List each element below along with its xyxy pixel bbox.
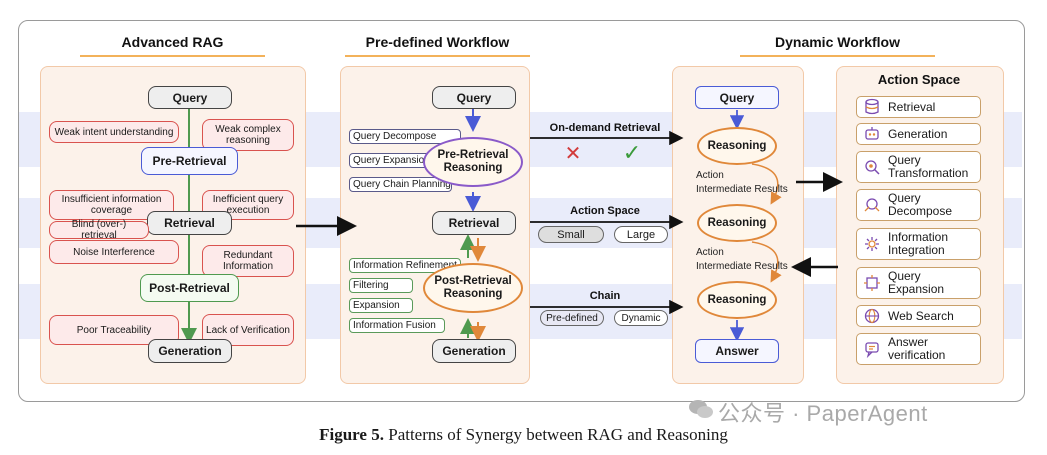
dyn-reasoning-node-3: Reasoning	[697, 281, 777, 319]
action-label: Retrieval	[888, 99, 936, 114]
issue-noise: Noise Interference	[49, 240, 179, 264]
pre-retrieval-reasoning-node: Pre-Retrieval Reasoning	[423, 137, 523, 187]
label-chain: Chain	[589, 290, 621, 302]
robot-icon	[862, 124, 882, 144]
adv-pre-retrieval-node: Pre-Retrieval	[141, 147, 238, 175]
figure-caption: Figure 5. Patterns of Synergy between RA…	[0, 425, 1047, 445]
title-underline	[80, 55, 265, 57]
expansion-icon	[862, 273, 882, 293]
action-item-web-search: Web Search	[856, 305, 981, 327]
dyn-action-label-1: Action	[696, 170, 724, 181]
title-predefined-workflow: Pre-defined Workflow	[365, 34, 510, 50]
wechat-icon	[688, 398, 714, 426]
action-item-query-expansion: Query Expansion	[856, 267, 981, 299]
action-label: Query Expansion	[888, 269, 945, 296]
query-transform-icon	[862, 157, 882, 177]
issue-insufficient: Insufficient information coverage	[49, 190, 174, 220]
action-item-query-transformation: Query Transformation	[856, 151, 981, 183]
pre-generation-node: Generation	[432, 339, 516, 363]
verify-icon	[862, 339, 882, 359]
caption-text: Patterns of Synergy between RAG and Reas…	[383, 425, 728, 444]
adv-post-retrieval-node: Post-Retrieval	[140, 274, 239, 302]
integration-icon	[862, 234, 882, 254]
tag-information-refinement: Information Refinement	[349, 258, 461, 273]
title-underline	[740, 55, 935, 57]
dyn-answer-node: Answer	[695, 339, 779, 363]
issue-verification: Lack of Verification	[202, 314, 294, 346]
action-label: Answer verification	[888, 335, 946, 362]
issue-weak-complex: Weak complex reasoning	[202, 119, 294, 151]
tag-information-fusion: Information Fusion	[349, 318, 445, 333]
action-label: Query Decompose	[888, 191, 953, 218]
title-underline	[345, 55, 530, 57]
watermark: 公众号 · PaperAgent	[688, 396, 928, 428]
cross-mark-icon: ✕	[564, 143, 582, 165]
action-space-title: Action Space	[877, 72, 961, 87]
pill-large: Large	[614, 226, 668, 243]
action-label: Web Search	[888, 308, 954, 323]
dyn-action-label-2: Action	[696, 247, 724, 258]
label-action-space: Action Space	[570, 205, 640, 217]
pre-query-node: Query	[432, 86, 516, 109]
watermark-text: 公众号 · PaperAgent	[718, 401, 928, 426]
dyn-intermediate-label-1: Intermediate Results	[696, 184, 788, 195]
issue-blind-retrieval: Blind (over-) retrieval	[49, 219, 149, 241]
check-mark-icon: ✓	[622, 140, 642, 165]
action-item-query-decompose: Query Decompose	[856, 189, 981, 221]
globe-icon	[862, 306, 882, 326]
title-dynamic-workflow: Dynamic Workflow	[775, 34, 900, 50]
issue-redundant: Redundant Information	[202, 245, 294, 277]
action-item-information-integration: Information Integration	[856, 228, 981, 260]
database-icon	[862, 97, 882, 117]
action-item-answer-verification: Answer verification	[856, 333, 981, 365]
action-label: Information Integration	[888, 230, 949, 257]
dyn-intermediate-label-2: Intermediate Results	[696, 261, 788, 272]
pill-small: Small	[538, 226, 604, 243]
title-advanced-rag: Advanced RAG	[121, 34, 224, 50]
adv-query-node: Query	[148, 86, 232, 109]
label-on-demand-retrieval: On-demand Retrieval	[549, 122, 661, 134]
decompose-icon	[862, 195, 882, 215]
tag-expansion: Expansion	[349, 298, 413, 313]
tag-query-decompose: Query Decompose	[349, 129, 461, 144]
adv-generation-node: Generation	[148, 339, 232, 363]
dyn-reasoning-node-2: Reasoning	[697, 204, 777, 242]
pill-dynamic: Dynamic	[614, 310, 668, 326]
tag-filtering: Filtering	[349, 278, 413, 293]
action-item-retrieval: Retrieval	[856, 96, 981, 118]
tag-query-expansion: Query Expansion	[349, 153, 434, 168]
pill-predefined: Pre-defined	[540, 310, 604, 326]
action-item-generation: Generation	[856, 123, 981, 145]
dyn-query-node: Query	[695, 86, 779, 109]
caption-prefix: Figure 5.	[319, 425, 384, 444]
pre-retrieval-node: Retrieval	[432, 211, 516, 235]
panel-action-space	[836, 66, 1004, 384]
action-label: Generation	[888, 126, 948, 141]
post-retrieval-reasoning-node: Post-Retrieval Reasoning	[423, 263, 523, 313]
dyn-reasoning-node-1: Reasoning	[697, 127, 777, 165]
action-label: Query Transformation	[888, 153, 969, 180]
adv-retrieval-node: Retrieval	[147, 211, 232, 235]
issue-weak-intent: Weak intent understanding	[49, 121, 179, 143]
